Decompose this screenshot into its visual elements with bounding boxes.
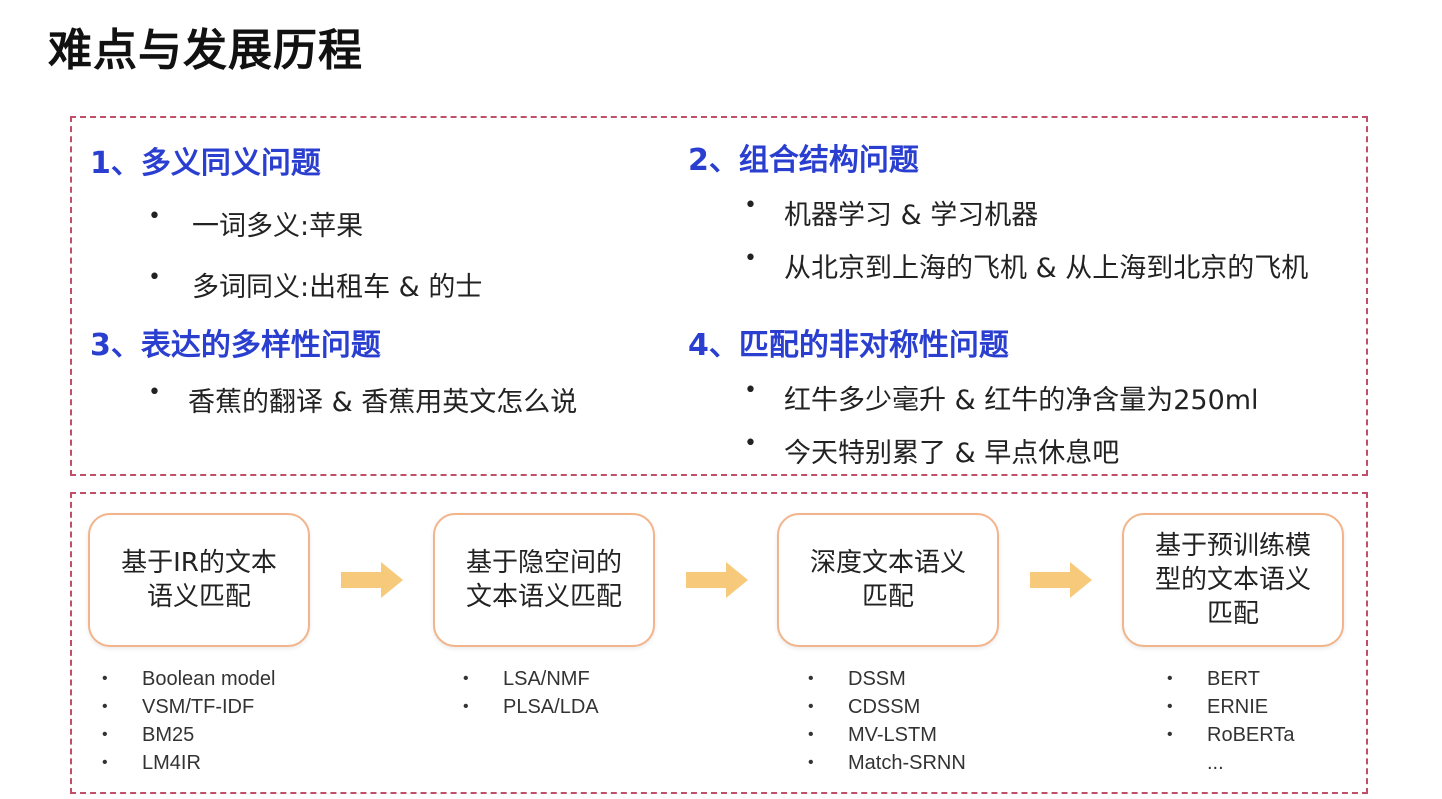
method-item: MV-LSTM [808, 721, 966, 749]
stage-label: 基于IR的文本语义匹配 [121, 548, 277, 612]
method-item: BM25 [102, 721, 275, 749]
page-title: 难点与发展历程 [48, 25, 363, 76]
method-item: Boolean model [102, 665, 275, 693]
method-item: RoBERTa [1167, 721, 1294, 749]
problem-heading: 4、匹配的非对称性问题 [688, 328, 1009, 363]
method-item: ERNIE [1167, 693, 1294, 721]
method-item: LM4IR [102, 749, 275, 777]
method-item: DSSM [808, 665, 966, 693]
history-box [70, 492, 1368, 794]
problem-item: 一词多义:苹果 [148, 204, 482, 243]
problem-heading: 3、表达的多样性问题 [90, 328, 381, 363]
problem-heading: 1、多义同义问题 [90, 146, 321, 181]
method-item: CDSSM [808, 693, 966, 721]
stage-pretrained-matching: 基于预训练模型的文本语义匹配 [1122, 513, 1344, 647]
method-list: LSA/NMF PLSA/LDA [463, 665, 599, 721]
problems-box [70, 116, 1368, 476]
method-item: Match-SRNN [808, 749, 966, 777]
right-arrow-icon [1030, 562, 1092, 598]
method-list: DSSM CDSSM MV-LSTM Match-SRNN [808, 665, 966, 777]
problem-item: 香蕉的翻译 & 香蕉用英文怎么说 [148, 380, 577, 419]
method-item: LSA/NMF [463, 665, 599, 693]
problem-item: 今天特别累了 & 早点休息吧 [744, 431, 1259, 470]
method-item: PLSA/LDA [463, 693, 599, 721]
stage-latent-space-matching: 基于隐空间的文本语义匹配 [433, 513, 655, 647]
stage-label: 基于预训练模型的文本语义匹配 [1154, 531, 1311, 629]
problem-item: 红牛多少毫升 & 红牛的净含量为250ml [744, 378, 1259, 417]
problem-section-polysemy: 1、多义同义问题 一词多义:苹果 多词同义:出租车 & 的士 [90, 138, 482, 304]
method-list: Boolean model VSM/TF-IDF BM25 LM4IR [102, 665, 275, 777]
problem-item: 机器学习 & 学习机器 [744, 193, 1308, 232]
stage-label: 深度文本语义匹配 [809, 548, 966, 612]
stage-ir-matching: 基于IR的文本语义匹配 [88, 513, 310, 647]
problem-section-asymmetry: 4、匹配的非对称性问题 红牛多少毫升 & 红牛的净含量为250ml 今天特别累了… [688, 320, 1259, 470]
method-item: BERT [1167, 665, 1294, 693]
problem-section-diversity: 3、表达的多样性问题 香蕉的翻译 & 香蕉用英文怎么说 [90, 320, 577, 419]
right-arrow-icon [686, 562, 748, 598]
method-more-ellipsis: ... [1207, 752, 1224, 774]
right-arrow-icon [341, 562, 403, 598]
method-list: BERT ERNIE RoBERTa ... [1167, 665, 1294, 777]
problem-item: 多词同义:出租车 & 的士 [148, 265, 482, 304]
method-item: VSM/TF-IDF [102, 693, 275, 721]
problem-section-composition: 2、组合结构问题 机器学习 & 学习机器 从北京到上海的飞机 & 从上海到北京的… [688, 135, 1308, 285]
stage-deep-matching: 深度文本语义匹配 [777, 513, 999, 647]
problem-heading: 2、组合结构问题 [688, 143, 919, 178]
stage-label: 基于隐空间的文本语义匹配 [465, 548, 622, 612]
problem-item: 从北京到上海的飞机 & 从上海到北京的飞机 [744, 246, 1308, 285]
